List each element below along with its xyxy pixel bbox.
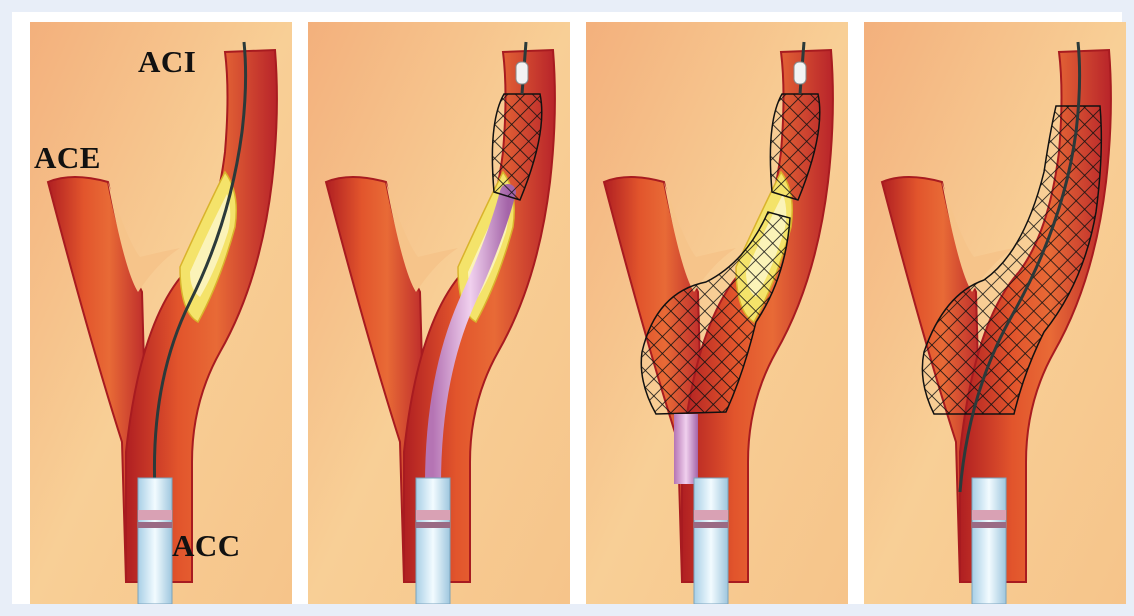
vessel-illustration	[308, 22, 570, 604]
vessel-illustration	[586, 22, 848, 604]
vessel-illustration	[864, 22, 1126, 604]
panel-filter	[308, 22, 570, 604]
panel-stent-deployed	[586, 22, 848, 604]
label-acc: ACC	[172, 528, 241, 564]
panel-stent-expanded	[864, 22, 1126, 604]
label-aci: ACI	[138, 44, 196, 80]
panel-guidewire	[30, 22, 292, 604]
label-ace: ACE	[34, 140, 101, 176]
vessel-illustration	[30, 22, 292, 604]
delivery-catheter	[674, 414, 698, 484]
filter-tip	[516, 62, 528, 84]
